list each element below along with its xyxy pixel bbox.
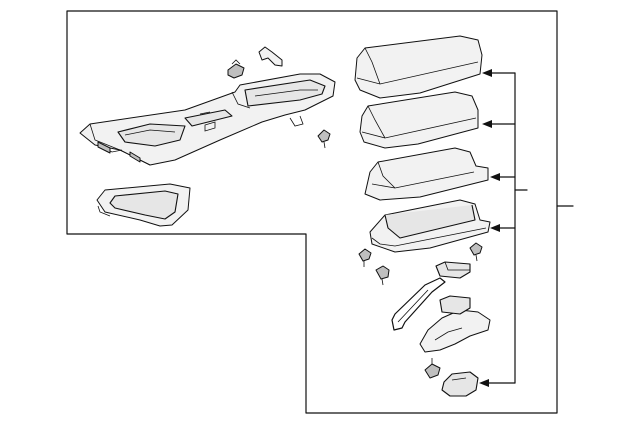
lid-lock-knob[interactable] — [375, 265, 390, 286]
console-bracket[interactable] — [258, 46, 283, 67]
arrow-lid-2 — [482, 120, 492, 128]
lid-bolt-right[interactable] — [469, 242, 483, 262]
armrest-lid-3[interactable] — [364, 147, 489, 201]
console-screw[interactable] — [317, 129, 331, 149]
arrow-lid-3 — [490, 173, 500, 181]
shift-opening-cover[interactable] — [96, 183, 191, 227]
armrest-lid-2[interactable] — [359, 91, 479, 149]
armrest-lid-4[interactable] — [369, 199, 491, 253]
diagram-frame — [66, 10, 558, 414]
callout-bracket — [479, 69, 574, 387]
console-clip[interactable] — [227, 59, 245, 79]
hinge-screw[interactable] — [424, 358, 441, 379]
console-box[interactable] — [79, 73, 336, 166]
arrow-lid-1 — [482, 69, 492, 77]
lid-bolt-left[interactable] — [358, 248, 372, 267]
hinge-bracket[interactable] — [419, 295, 491, 353]
lock-striker[interactable] — [435, 261, 471, 279]
arrow-bottom-part — [479, 379, 489, 387]
bottom-bracket[interactable] — [441, 371, 479, 397]
arrow-lid-4 — [490, 224, 500, 232]
armrest-lid-1[interactable] — [354, 35, 483, 99]
hinge-rod[interactable] — [391, 277, 446, 331]
